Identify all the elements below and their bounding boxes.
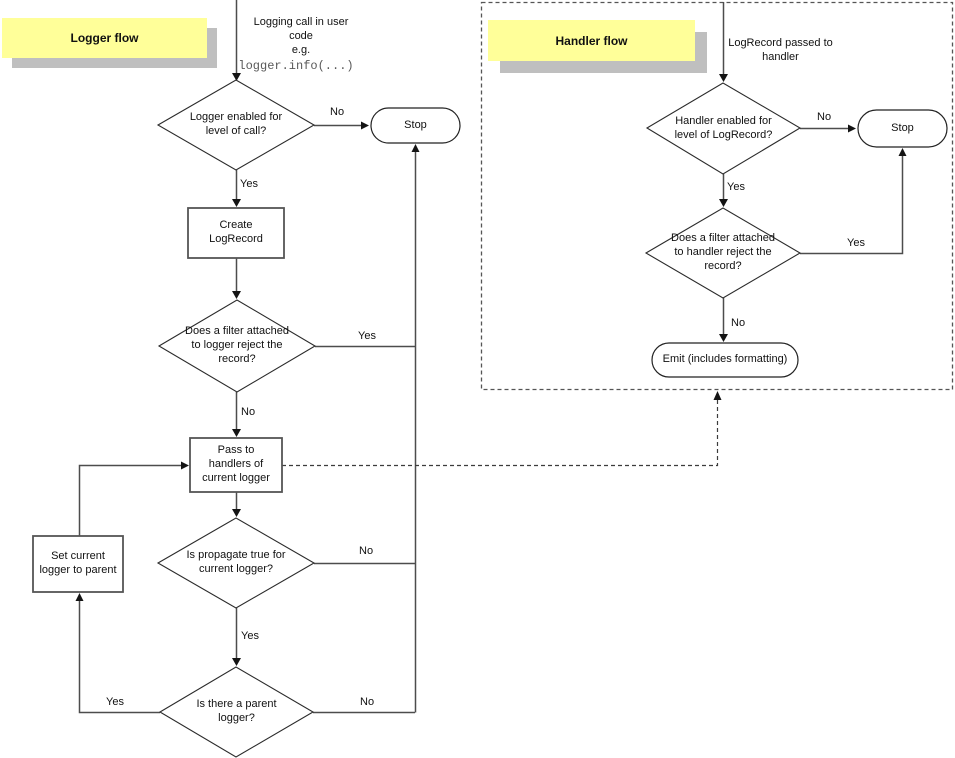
arrowhead: [232, 658, 241, 666]
edge-label-hfilter-yes: Yes: [847, 237, 865, 249]
process-pass-to-handlers: [189, 437, 283, 493]
arrowhead: [181, 461, 189, 470]
arrowhead: [848, 124, 856, 133]
arrowhead: [898, 148, 907, 156]
terminal-logger-stop: [370, 107, 461, 144]
arrowhead: [232, 291, 241, 299]
edge-label-filter-no: No: [241, 406, 256, 418]
decision-logger-filter: [157, 299, 317, 393]
edge-label-henabled-yes: Yes: [727, 181, 745, 193]
edge-label-enabled-yes: Yes: [240, 178, 258, 190]
decision-logger-enabled: [156, 79, 316, 171]
logger-entry-code: logger.info(...): [238, 59, 354, 73]
arrowhead: [232, 73, 241, 81]
edge-label-filter-yes: Yes: [358, 330, 376, 342]
decision-handler-filter: [644, 207, 802, 299]
edge-label-propagate-no: No: [359, 545, 374, 557]
terminal-handler-stop: [857, 109, 948, 148]
arrowhead: [232, 199, 241, 207]
arrowhead: [361, 121, 369, 130]
arrowhead: [719, 74, 728, 82]
arrowhead: [75, 593, 84, 601]
edge-setparent-to-pass: [78, 464, 182, 536]
process-create-logrecord: [187, 207, 285, 259]
edge-label-henabled-no: No: [817, 111, 832, 123]
arrowhead: [232, 429, 241, 437]
logger-flow-title-text: Logger flow: [70, 31, 139, 45]
logger-entry-text: Logging call in user code e.g.: [253, 16, 349, 56]
handler-flow-title-text: Handler flow: [555, 33, 628, 48]
handler-flow-panel-border: [480, 1, 954, 391]
edge-label-hfilter-no: No: [731, 317, 746, 329]
edge-parent-yes-to-setparent: [78, 600, 160, 714]
edge-pass-to-handler-flow-dashed: [282, 399, 719, 467]
edge-label-parent-yes: Yes: [106, 696, 124, 708]
terminal-emit: [651, 342, 799, 378]
arrowhead: [411, 144, 420, 152]
arrowhead: [713, 391, 722, 400]
logger-flow-title: Logger flow: [2, 18, 207, 58]
handler-flow-title: Handler flow: [488, 20, 695, 61]
edge-hfilter-yes-to-stop: [800, 156, 904, 255]
edge-label-propagate-yes: Yes: [241, 630, 259, 642]
handler-entry-text: LogRecord passed to handler: [728, 37, 833, 63]
decision-parent-logger: [158, 666, 315, 758]
edge-label-parent-no: No: [360, 696, 375, 708]
arrowhead: [719, 334, 728, 342]
edge-label-enabled-no: No: [330, 106, 345, 118]
decision-propagate: [156, 517, 316, 609]
process-set-current-logger: [32, 535, 124, 593]
decision-handler-enabled: [645, 82, 802, 175]
arrowhead: [232, 509, 241, 517]
arrowhead: [719, 199, 728, 207]
